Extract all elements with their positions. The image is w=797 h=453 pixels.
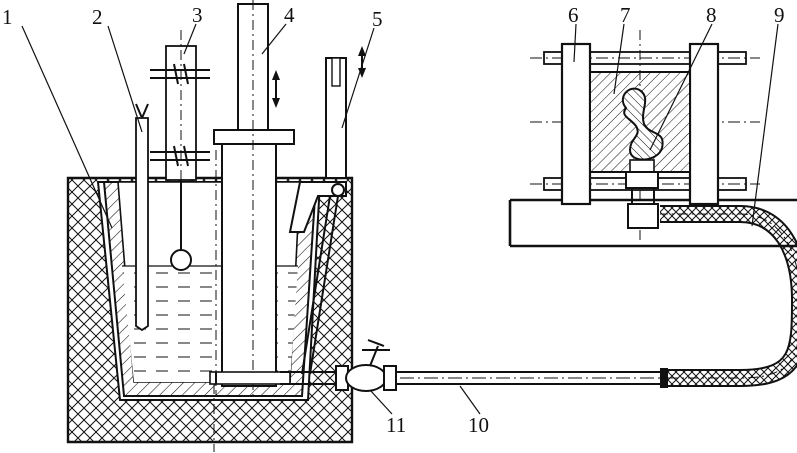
label-6: 6 (568, 3, 579, 27)
label-5: 5 (372, 7, 383, 31)
valve (335, 339, 397, 392)
label-1: 1 (2, 5, 13, 29)
label-8: 8 (706, 3, 717, 27)
level-gauge (150, 30, 210, 271)
platens (560, 42, 720, 206)
control-rod (288, 46, 366, 375)
outlet-pipe (209, 371, 340, 452)
thermocouple (135, 103, 149, 332)
label-4: 4 (284, 3, 295, 27)
leader-lines (21, 23, 779, 415)
label-10: 10 (468, 413, 489, 437)
label-7: 7 (620, 3, 631, 27)
label-9: 9 (774, 3, 785, 27)
label-3: 3 (192, 3, 203, 27)
steel-pipe (396, 368, 668, 388)
flexible-hose (660, 205, 797, 387)
piston-cylinder (213, 0, 295, 395)
label-11: 11 (386, 413, 406, 437)
label-2: 2 (92, 5, 103, 29)
metal-mold (589, 30, 691, 240)
